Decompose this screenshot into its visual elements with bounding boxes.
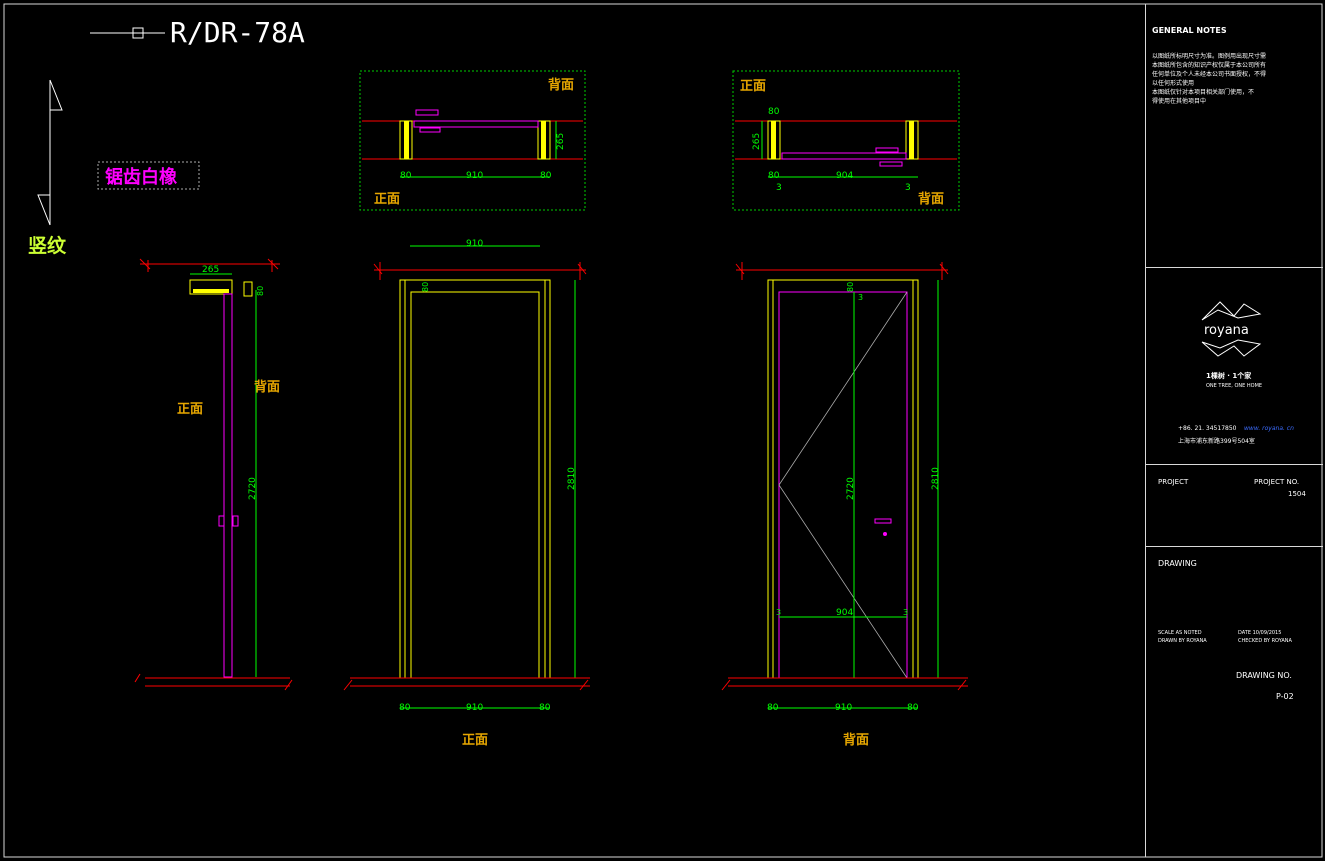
notes-line: 本图纸仅针对本项目相关部门使用，不 <box>1152 89 1255 96</box>
drawing-label: DRAWING <box>1158 559 1197 568</box>
dim-265: 265 <box>202 265 219 275</box>
phone-number: +86. 21. 34517850 <box>1178 425 1237 432</box>
dim-80: 80 <box>846 282 855 292</box>
notes-line: 得使用在其他项目中 <box>1152 98 1207 105</box>
label-front: 正面 <box>740 79 766 94</box>
side-section-view <box>134 258 293 691</box>
dim-910: 910 <box>466 171 483 181</box>
drawing-frame <box>3 3 1323 858</box>
dim-2720: 2720 <box>846 477 856 500</box>
label-back: 背面 <box>548 77 574 93</box>
dim-904: 904 <box>836 608 853 618</box>
drawing-no: P-02 <box>1276 692 1294 701</box>
dim-2720: 2720 <box>248 477 258 500</box>
dim-80: 80 <box>539 703 551 713</box>
caption-front: 正面 <box>462 733 488 748</box>
drawn-by-text: DRAWN BY ROYANA <box>1158 638 1207 644</box>
slogan-en: ONE TREE, ONE HOME <box>1206 383 1263 389</box>
notes-line: 本图纸所包含的知识产权仅属于本公司所有 <box>1152 62 1267 69</box>
dim-80: 80 <box>907 703 919 713</box>
dim-910: 910 <box>835 703 852 713</box>
dim-265: 265 <box>752 133 762 150</box>
address: 上海市浦东新路399号504室 <box>1178 438 1255 445</box>
date-text: DATE 10/09/2015 <box>1238 630 1282 636</box>
label-back: 背面 <box>254 379 280 395</box>
back-elevation-view <box>721 262 968 709</box>
brand-section: royana 1棵树 · 1个家 ONE TREE, ONE HOME +86.… <box>1146 268 1323 465</box>
notes-line: 以图纸所标明尺寸为准。图例用出现尺寸需 <box>1152 53 1267 60</box>
title-block: R/DR-78A <box>90 16 305 49</box>
label-front: 正面 <box>177 402 203 417</box>
dim-2810: 2810 <box>567 467 577 490</box>
dim-2810: 2810 <box>931 467 941 490</box>
general-notes-heading: GENERAL NOTES <box>1152 26 1227 35</box>
dim-80: 80 <box>399 703 411 713</box>
dim-80: 80 <box>767 703 779 713</box>
slogan-cn: 1棵树 · 1个家 <box>1206 372 1252 380</box>
dim-3: 3 <box>858 293 863 302</box>
scale-text: SCALE AS NOTED <box>1158 630 1202 636</box>
dim-80: 80 <box>540 171 552 181</box>
checked-by-text: CHECKED BY ROYANA <box>1238 638 1292 644</box>
vertical-grain-label: 竖纹 <box>28 234 67 257</box>
plan-view-front <box>359 70 586 211</box>
plan-view-back <box>732 70 960 211</box>
label-back: 背面 <box>918 191 944 207</box>
front-elevation-view <box>343 245 590 709</box>
caption-back: 背面 <box>843 732 869 748</box>
dim-3: 3 <box>776 608 781 617</box>
brand-name: royana <box>1204 323 1249 338</box>
drawing-title: R/DR-78A <box>170 16 305 49</box>
dim-3: 3 <box>903 608 908 617</box>
notes-line: 任何单位及个人未经本公司书面授权，不得 <box>1152 71 1267 78</box>
project-label: PROJECT <box>1158 478 1189 486</box>
website-link: www. royana. cn <box>1244 425 1294 432</box>
royana-logo-icon <box>1201 301 1262 357</box>
dim-3: 3 <box>905 183 911 193</box>
project-no: 1504 <box>1288 490 1306 498</box>
project-no-label: PROJECT NO. <box>1254 478 1300 486</box>
dim-3: 3 <box>776 183 782 193</box>
dim-904: 904 <box>836 171 853 181</box>
drawing-no-label: DRAWING NO. <box>1236 671 1292 680</box>
title-panel: GENERAL NOTES 以图纸所标明尺寸为准。图例用出现尺寸需 本图纸所包含… <box>1145 4 1323 857</box>
drawing-section: DRAWING SCALE AS NOTED DATE 10/09/2015 D… <box>1146 547 1323 857</box>
notes-line: 以任何形式使用 <box>1152 80 1195 87</box>
dim-80: 80 <box>400 171 412 181</box>
dim-80: 80 <box>256 286 265 296</box>
dim-910: 910 <box>466 239 483 249</box>
dim-80: 80 <box>768 171 780 181</box>
dim-910: 910 <box>466 703 483 713</box>
dim-80: 80 <box>768 107 780 117</box>
label-front: 正面 <box>374 192 400 207</box>
dim-265: 265 <box>556 133 566 150</box>
material-label: 锯齿白橡 <box>105 166 177 188</box>
general-notes-section: GENERAL NOTES 以图纸所标明尺寸为准。图例用出现尺寸需 本图纸所包含… <box>1146 4 1323 268</box>
project-section: PROJECT PROJECT NO. 1504 <box>1146 465 1323 547</box>
dim-80: 80 <box>421 282 430 292</box>
grain-arrow-icon <box>37 79 63 226</box>
